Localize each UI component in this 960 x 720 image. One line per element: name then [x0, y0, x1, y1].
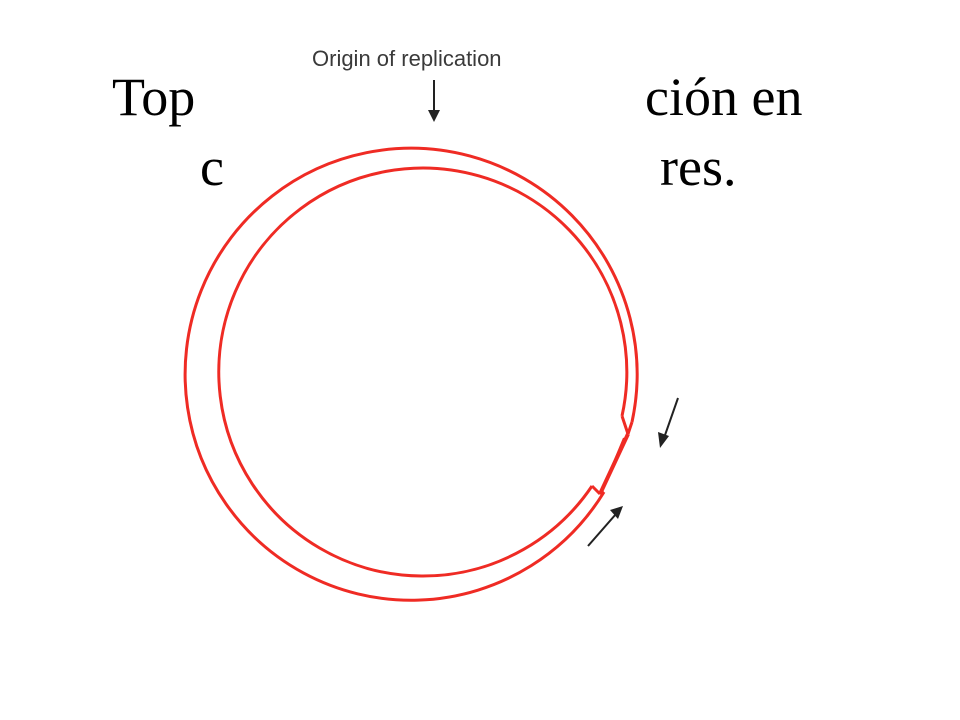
upper-fork-arrow-shaft: [663, 397, 679, 439]
title-line2-right: res.: [660, 137, 737, 197]
title-line1-left: Top: [112, 67, 196, 127]
diagram-backdrop: [206, 124, 662, 580]
title-line2-left: c: [200, 137, 224, 197]
title-line1-right: ción en: [645, 67, 803, 127]
label-backdrop: [300, 36, 570, 74]
origin-arrow-icon: [428, 110, 440, 122]
lower-fork-arrow-shaft: [587, 513, 617, 547]
outer-strand: [183, 146, 639, 602]
fork-junction-upper: [620, 415, 634, 435]
upper-fork-arrow-icon: [658, 432, 669, 448]
lower-fork-arrow-icon: [610, 506, 623, 519]
replicated-segment-b: [603, 437, 625, 487]
inner-strand: [217, 166, 629, 578]
origin-of-replication-label: Origin of replication: [312, 46, 502, 71]
